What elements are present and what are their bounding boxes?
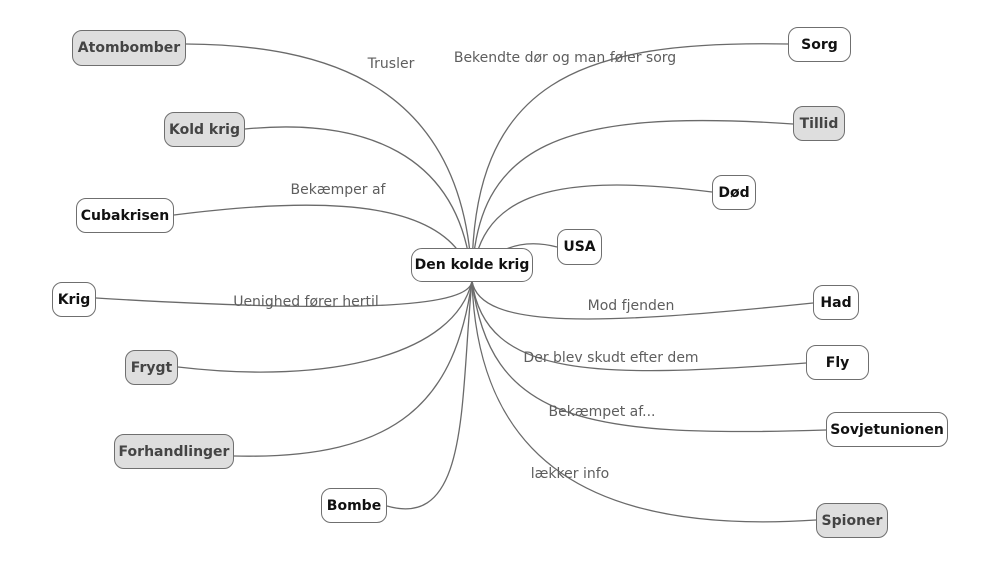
edge-kold-krig <box>244 126 473 282</box>
edge-bombe <box>386 280 473 510</box>
topic-node-sovjetunionen[interactable]: Sovjetunionen <box>826 412 948 447</box>
topic-node-spioner[interactable]: Spioner <box>816 503 888 538</box>
topic-node-usa[interactable]: USA <box>557 229 602 265</box>
topic-node-frygt[interactable]: Frygt <box>125 350 178 385</box>
topic-node-fly[interactable]: Fly <box>806 345 869 380</box>
edge-label-sorg: Bekendte dør og man føler sorg <box>453 50 677 66</box>
topic-node-atombomber[interactable]: Atombomber <box>72 30 186 66</box>
edge-sorg <box>471 43 789 282</box>
edge-label-spioner: lækker info <box>530 466 610 482</box>
edge-had <box>471 280 814 320</box>
edge-label-atombomber: Trusler <box>367 56 415 72</box>
edge-atombomber <box>185 43 473 282</box>
edge-krig <box>95 280 473 308</box>
topic-node-forhandlinger[interactable]: Forhandlinger <box>114 434 234 469</box>
edge-tillid <box>471 119 794 282</box>
edge-label-had: Mod fjenden <box>587 298 675 314</box>
topic-node-had[interactable]: Had <box>813 285 859 320</box>
topic-node-cubakrisen[interactable]: Cubakrisen <box>76 198 174 233</box>
edge-frygt <box>177 280 473 373</box>
topic-node-bombe[interactable]: Bombe <box>321 488 387 523</box>
topic-node-krig[interactable]: Krig <box>52 282 96 317</box>
edge-forhandlinger <box>233 280 473 457</box>
topic-node-tillid[interactable]: Tillid <box>793 106 845 141</box>
edge-sovjetunionen <box>471 280 827 433</box>
central-topic-node[interactable]: Den kolde krig <box>411 248 533 282</box>
edge-label-fly: Der blev skudt efter dem <box>523 350 699 366</box>
topic-node-sorg[interactable]: Sorg <box>788 27 851 62</box>
edge-spioner <box>471 280 817 523</box>
edge-label-krig: Uenighed fører hertil <box>233 294 379 310</box>
edge-label-cubakrisen: Bekæmper af <box>290 182 386 198</box>
topic-node-kold-krig[interactable]: Kold krig <box>164 112 245 147</box>
edge-fly <box>471 280 807 372</box>
topic-node-dod[interactable]: Død <box>712 175 756 210</box>
edge-label-sovjetunionen: Bekæmpet af... <box>548 404 656 420</box>
